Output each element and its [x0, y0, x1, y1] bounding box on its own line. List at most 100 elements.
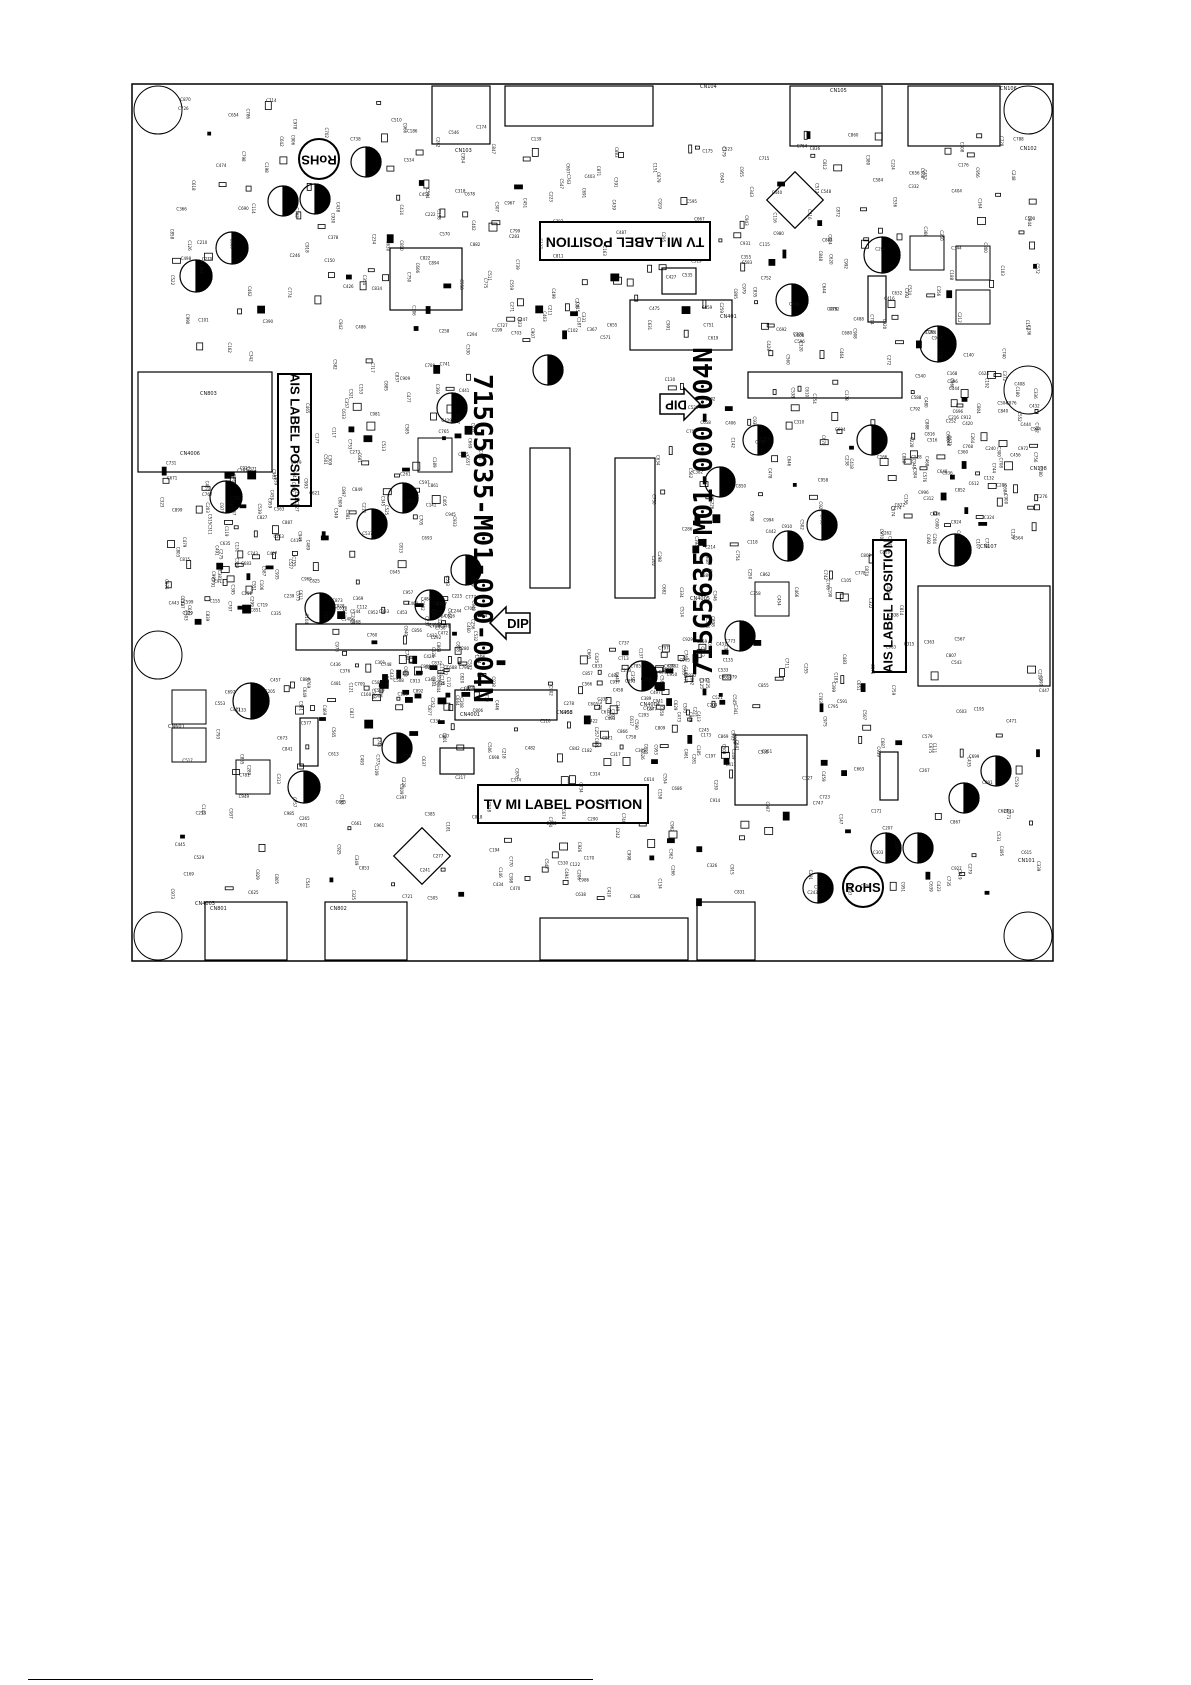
smd-pad	[162, 477, 170, 484]
smd-pad	[860, 683, 866, 692]
smd-pad	[363, 685, 370, 691]
smd-pad	[430, 412, 437, 421]
designator-label: C187	[576, 317, 581, 328]
designator-label: C165	[458, 452, 469, 457]
smd-pad	[415, 670, 423, 675]
designator-label: C267	[919, 768, 930, 773]
smd-pad	[879, 457, 889, 466]
smd-pad	[433, 364, 441, 374]
connector-outline	[454, 689, 558, 721]
designator-label: C786	[246, 109, 251, 120]
designator-label: C280	[459, 646, 470, 651]
designator-label: C645	[390, 569, 401, 574]
designator-label: C847	[491, 144, 496, 155]
designator-label: C803	[176, 547, 181, 558]
smd-pad	[442, 436, 446, 441]
designator-label: C213	[362, 503, 367, 514]
designator-label: C424	[424, 654, 435, 659]
designator-label: C462	[247, 286, 252, 297]
designator-label: C533	[718, 667, 729, 672]
designator-label: C498	[181, 256, 192, 261]
designator-label: C774	[287, 287, 292, 298]
designator-label: C611	[298, 590, 303, 601]
smd-pad	[944, 147, 952, 155]
designator-label: C299	[250, 596, 255, 607]
smd-pad	[754, 300, 758, 305]
designator-label: C564	[1013, 535, 1024, 540]
smd-pad	[687, 735, 693, 744]
designator-label: C797	[658, 645, 669, 650]
designator-label: C683	[241, 561, 252, 566]
smd-pad	[317, 224, 326, 229]
designator-label: C936	[942, 470, 953, 475]
designator-label: C800	[983, 242, 988, 253]
smd-pad	[457, 657, 462, 664]
designator-label: C678	[465, 192, 476, 197]
designator-label: C903	[730, 730, 735, 741]
designator-label: C306	[412, 305, 417, 316]
designator-label: C608	[794, 333, 805, 338]
designator-label: C653	[708, 642, 713, 653]
designator-label: C823	[517, 317, 522, 328]
designator-label: C724	[477, 653, 482, 664]
designator-label: C390	[263, 319, 274, 324]
smd-pad	[204, 596, 211, 602]
designator-label: C304	[431, 676, 436, 687]
designator-label: C389	[641, 696, 652, 701]
designator-label: C799	[510, 229, 521, 234]
smd-pad	[597, 669, 602, 675]
designator-label: C972	[1018, 446, 1029, 451]
smd-pad	[1028, 198, 1037, 205]
designator-label: C698	[489, 755, 500, 760]
designator-label: C694	[835, 427, 846, 432]
smd-pad	[237, 550, 244, 559]
designator-label: C433	[389, 669, 394, 680]
designator-label: C470	[510, 886, 521, 891]
smd-pad	[402, 689, 410, 695]
designator-label: C747	[813, 800, 824, 805]
designator-label: C623	[187, 605, 192, 616]
smd-pad	[995, 733, 1003, 738]
designator-label: C200	[793, 332, 804, 337]
designator-label: C974	[683, 673, 688, 684]
designator-label: C518	[487, 802, 492, 813]
designator-label: C174	[476, 124, 487, 129]
designator-label: C137	[639, 648, 644, 659]
designator-label: C242	[615, 828, 620, 839]
smd-pad	[659, 744, 669, 748]
designator-label: C633	[341, 409, 346, 420]
designator-label: C144	[949, 386, 960, 391]
designator-label: C670	[821, 435, 826, 446]
designator-label: C695	[291, 482, 296, 493]
connector-label: CN103	[455, 148, 472, 154]
designator-label: C229	[401, 777, 406, 788]
smd-pad	[395, 704, 404, 711]
smd-pad	[271, 525, 279, 535]
designator-label: C123	[895, 838, 900, 849]
designator-label: C651	[856, 680, 861, 691]
designator-label: C761	[684, 650, 689, 661]
designator-label: C127	[538, 238, 543, 249]
cap	[209, 480, 243, 514]
smd-pad	[569, 775, 576, 785]
designator-label: C252	[946, 419, 957, 424]
designator-label: C561	[405, 499, 416, 504]
connector-outline	[204, 901, 288, 961]
smd-pad	[443, 283, 452, 289]
designator-label: C607	[565, 163, 570, 174]
designator-label: C620	[829, 254, 834, 265]
designator-label: C563	[274, 507, 285, 512]
designator-label: C941	[653, 699, 664, 704]
designator-label: C989	[688, 712, 693, 723]
smd-pad	[465, 373, 471, 381]
smd-pad	[289, 681, 295, 689]
cap	[775, 283, 809, 317]
connector-outline	[917, 585, 1051, 687]
dip-label-top: DIP	[665, 398, 687, 413]
designator-label: C878	[515, 768, 520, 779]
designator-label: C927	[951, 866, 962, 871]
smd-pad	[337, 611, 346, 619]
designator-label: C583	[742, 260, 753, 265]
smd-pad	[696, 649, 702, 659]
designator-label: C386	[630, 894, 641, 899]
